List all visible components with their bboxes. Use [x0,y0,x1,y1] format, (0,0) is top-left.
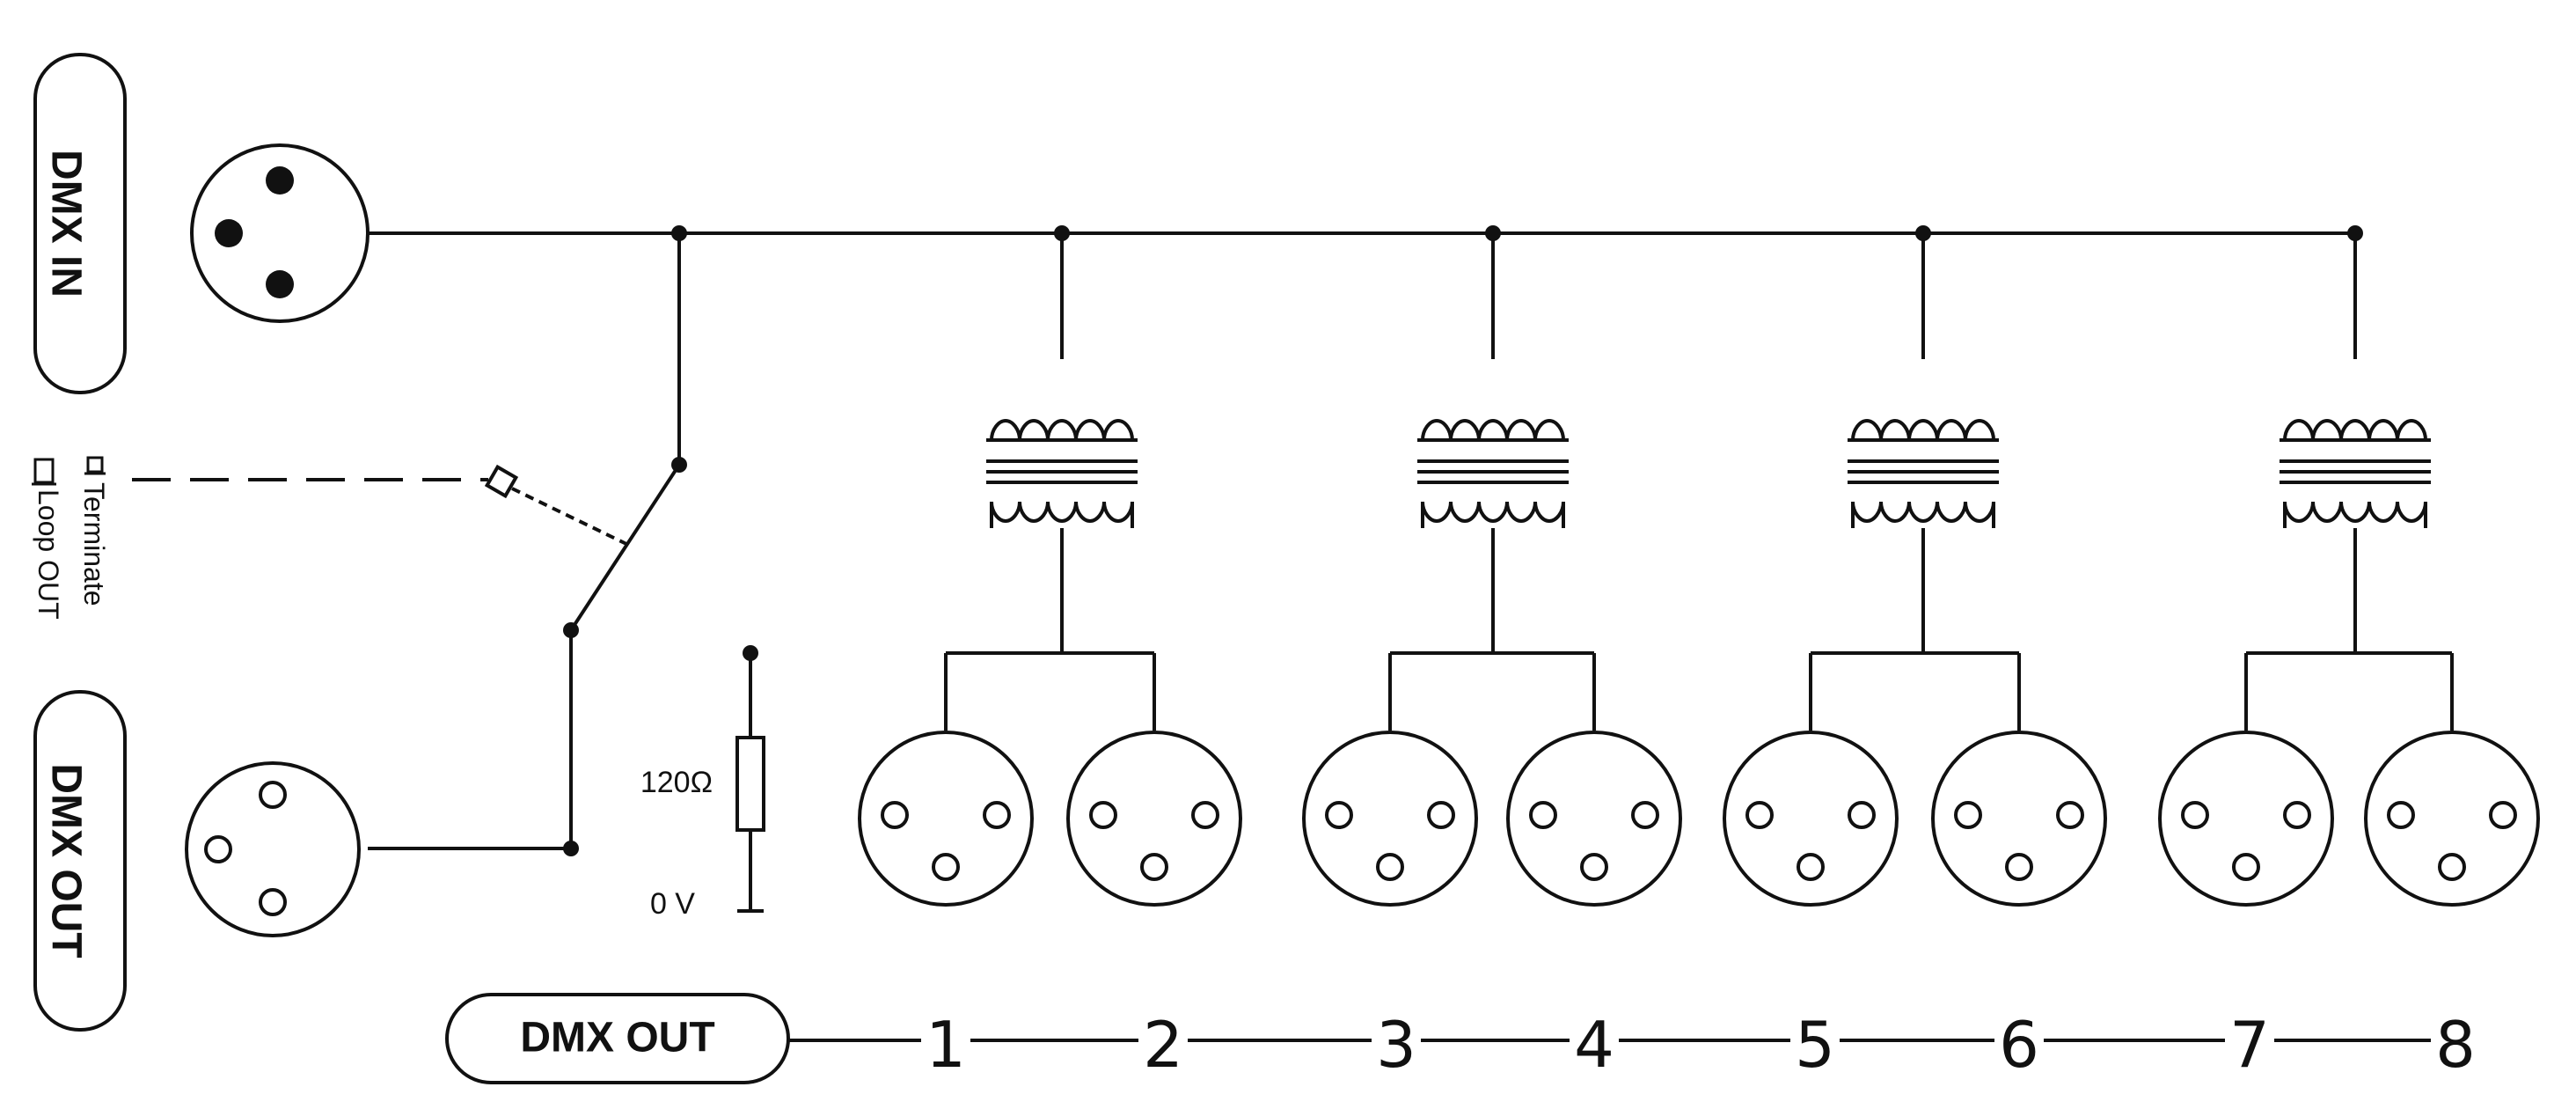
xlr-output-connector [2364,731,2540,907]
dmx-out-bottom-label: DMX OUT [445,993,790,1084]
terminate-switch [132,233,687,856]
switch-labels: Terminate Loop OUT [32,456,110,620]
xlr-output-connector [1506,731,1682,907]
loop-out-label: Loop OUT [33,489,64,620]
dmx-out-left-label: DMX OUT [33,690,127,1032]
output-number-3: 3 [1376,1008,1416,1082]
svg-text:DMX IN: DMX IN [42,150,89,297]
transformer [2280,419,2431,528]
xlr-output-connector [858,731,1034,907]
output-number-7: 7 [2229,1008,2270,1082]
xlr-output-connector [1723,731,1899,907]
transformer [1417,419,1569,528]
output-number-1: 1 [926,1008,966,1082]
output-channel-1 [858,233,1242,907]
dmx-in-connector [190,143,370,323]
transformer [1848,419,1999,528]
output-number-5: 5 [1795,1008,1835,1082]
output-number-8: 8 [2435,1008,2476,1082]
dmx-loop-out-connector [185,761,361,937]
xlr-output-connector [2158,731,2334,907]
termination-resistor: 120Ω 0 V [640,645,765,921]
xlr-output-connector [1931,731,2107,907]
xlr-output-connector [1302,731,1478,907]
svg-text:DMX OUT: DMX OUT [42,763,89,958]
dmx-in-label: DMX IN [33,53,127,394]
main-bus [368,225,2363,241]
output-number-bus: 1 2 3 4 5 6 7 8 [788,1003,2480,1082]
transformer [986,419,1138,528]
terminate-label: Terminate [78,482,110,606]
output-channel-2 [1302,233,1682,907]
output-number-4: 4 [1574,1008,1614,1082]
output-channel-4 [2158,233,2540,907]
ground-label: 0 V [650,887,695,921]
output-number-2: 2 [1143,1008,1183,1082]
output-channels [858,233,2540,907]
resistor-label: 120Ω [640,766,713,799]
output-number-6: 6 [1999,1008,2039,1082]
output-channel-3 [1723,233,2107,907]
xlr-output-connector [1066,731,1242,907]
svg-text:DMX OUT: DMX OUT [520,1015,714,1061]
